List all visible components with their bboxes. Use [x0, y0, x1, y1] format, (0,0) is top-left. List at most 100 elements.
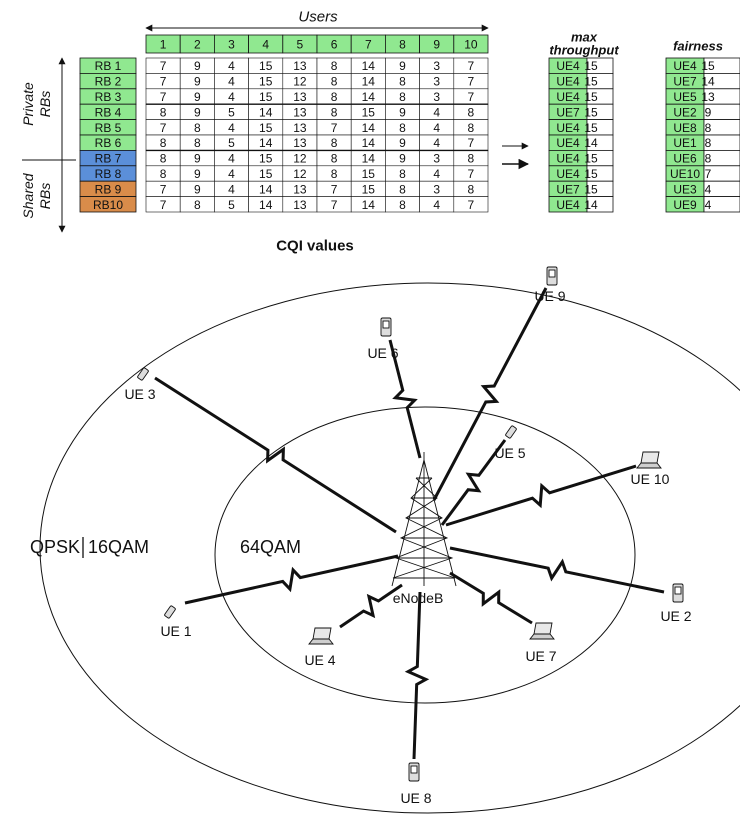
cqi-value: 9 — [399, 136, 406, 150]
cqi-value: 7 — [160, 121, 167, 135]
cqi-value: 12 — [293, 167, 307, 181]
cqi-value: 3 — [433, 75, 440, 89]
ue-7-label: UE 7 — [525, 648, 556, 664]
network-diagram: QPSK 16QAM 64QAM eNodeB UE 1UE 2UE 3UE 4… — [30, 266, 740, 814]
result-ue: UE7 — [556, 105, 580, 119]
cqi-value: 14 — [362, 198, 376, 212]
cqi-value: 9 — [194, 90, 201, 104]
cqi-value: 7 — [331, 198, 338, 212]
cqi-value: 5 — [228, 136, 235, 150]
ue-1-label: UE 1 — [160, 623, 191, 639]
cqi-value: 15 — [259, 121, 273, 135]
max-throughput-title-1: max — [571, 30, 598, 45]
cqi-value: 14 — [259, 136, 273, 150]
cqi-value: 4 — [228, 121, 235, 135]
result-ue: UE6 — [673, 152, 697, 166]
cqi-value: 14 — [259, 182, 273, 196]
result-value: 15 — [701, 59, 715, 73]
cqi-values-label: CQI values — [276, 238, 354, 255]
user-header-label: 2 — [194, 38, 201, 52]
cqi-value: 8 — [331, 75, 338, 89]
cqi-value: 14 — [259, 105, 273, 119]
cqi-value: 9 — [194, 152, 201, 166]
result-ue: UE3 — [673, 182, 697, 196]
cqi-value: 14 — [362, 152, 376, 166]
result-ue: UE4 — [556, 152, 580, 166]
cqi-value: 7 — [160, 75, 167, 89]
users-label: Users — [298, 9, 338, 26]
shared-label-line1: Shared — [20, 172, 36, 218]
radio-link-ue-1 — [184, 554, 399, 605]
cqi-value: 8 — [468, 121, 475, 135]
result-ue: UE4 — [556, 167, 580, 181]
result-value: 14 — [701, 75, 715, 89]
rb-label-cell — [79, 196, 137, 213]
cqi-value: 8 — [399, 90, 406, 104]
radio-link-ue-6 — [388, 339, 422, 459]
cqi-value: 8 — [399, 167, 406, 181]
result-value: 15 — [584, 182, 598, 196]
rb-label: RB 4 — [95, 105, 122, 119]
cqi-value: 13 — [293, 182, 307, 196]
radio-link-ue-5 — [440, 439, 507, 526]
cqi-value: 15 — [362, 182, 376, 196]
result-value: 15 — [584, 59, 598, 73]
private-label-line1: Private — [20, 82, 36, 126]
shared-label-line2: RBs — [37, 183, 53, 209]
radio-link-ue-8 — [404, 591, 430, 760]
user-header-label: 3 — [228, 38, 235, 52]
user-header-label: 8 — [399, 38, 406, 52]
result-ue: UE8 — [673, 121, 697, 135]
result-ue: UE10 — [670, 167, 700, 181]
ue-4-laptop-icon — [308, 627, 334, 645]
cqi-value: 8 — [331, 105, 338, 119]
cqi-value: 14 — [362, 75, 376, 89]
ue-2-pda-icon — [672, 583, 684, 603]
16qam-zone-circle — [214, 406, 636, 704]
result-value: 14 — [584, 136, 598, 150]
cqi-value: 7 — [468, 90, 475, 104]
fairness-title: fairness — [673, 39, 723, 54]
cqi-value: 4 — [433, 136, 440, 150]
user-header-label: 7 — [365, 38, 372, 52]
cqi-value: 13 — [293, 121, 307, 135]
cqi-value: 12 — [293, 75, 307, 89]
cqi-value: 8 — [331, 59, 338, 73]
cqi-value: 14 — [362, 59, 376, 73]
user-header-cell — [453, 34, 489, 54]
cqi-value: 14 — [362, 90, 376, 104]
ue-9-label: UE 9 — [534, 288, 565, 304]
ue-3-label: UE 3 — [124, 386, 155, 402]
rb-label: RB 2 — [95, 75, 122, 89]
cqi-value: 9 — [399, 152, 406, 166]
result-value: 14 — [584, 198, 598, 212]
result-ue: UE4 — [556, 136, 580, 150]
cqi-value: 8 — [194, 121, 201, 135]
ue-5-label: UE 5 — [494, 445, 525, 461]
cqi-value: 3 — [433, 59, 440, 73]
qpsk-label: QPSK — [30, 537, 80, 557]
cqi-value: 4 — [228, 75, 235, 89]
result-ue: UE7 — [673, 75, 697, 89]
result-value: 7 — [705, 167, 712, 181]
cqi-value: 4 — [433, 121, 440, 135]
cqi-value: 7 — [468, 136, 475, 150]
result-value: 8 — [705, 121, 712, 135]
cqi-value: 4 — [228, 90, 235, 104]
rb-label: RB 1 — [95, 59, 122, 73]
user-header-label: 1 — [160, 38, 167, 52]
enodeb-tower — [391, 452, 457, 587]
cqi-value: 8 — [194, 136, 201, 150]
ue-8-pda-icon — [408, 762, 420, 782]
cqi-value: 4 — [228, 59, 235, 73]
cqi-value: 8 — [399, 182, 406, 196]
cqi-value: 4 — [433, 105, 440, 119]
cqi-value: 15 — [362, 167, 376, 181]
user-header-label: 10 — [464, 38, 478, 52]
radio-link-ue-7 — [449, 571, 533, 625]
cqi-value: 13 — [293, 90, 307, 104]
rb-label: RB 6 — [95, 136, 122, 150]
